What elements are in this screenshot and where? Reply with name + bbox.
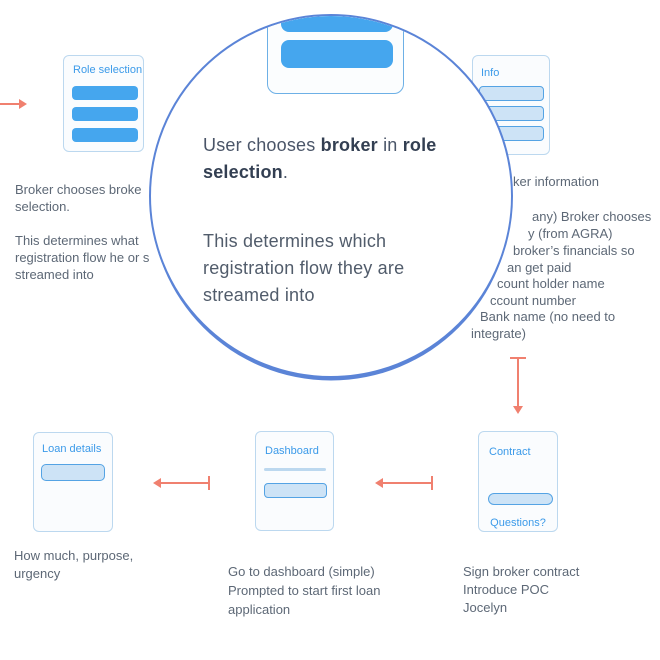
arrow-shaft — [517, 357, 519, 407]
note-contract: Sign broker contract Introduce POC Jocel… — [463, 564, 580, 615]
lens-text-segment: in — [377, 135, 403, 155]
arrow-head-icon — [19, 99, 27, 109]
magnifier-lens[interactable]: User chooses broker in role selection. T… — [149, 14, 513, 378]
note-fragment: Bank name (no need to — [480, 309, 616, 324]
lens-text-segment: User chooses — [203, 135, 321, 155]
wire-input[interactable] — [479, 86, 544, 101]
wire-input[interactable] — [264, 483, 327, 498]
wire-divider — [264, 468, 326, 471]
arrow-head-icon — [375, 478, 383, 488]
note-fragment: an get paid — [507, 260, 572, 275]
note-fragment: ker information — [513, 174, 599, 189]
note-loan-details: How much, purpose, urgency — [14, 548, 134, 581]
card-loan-details[interactable]: Loan details — [33, 432, 113, 532]
card-title: Role selection — [73, 64, 143, 76]
arrow-shaft — [160, 482, 209, 484]
card-role-selection[interactable]: Role selection — [63, 55, 144, 152]
card-dashboard[interactable]: Dashboard — [255, 431, 334, 531]
wire-button[interactable] — [72, 107, 138, 121]
wire-input[interactable] — [488, 493, 553, 505]
lens-text-primary: User chooses broker in role selection. — [203, 132, 471, 186]
note-fragment: y (from AGRA) — [528, 226, 613, 241]
wire-button[interactable] — [72, 128, 138, 142]
lens-text-segment: . — [282, 162, 289, 182]
card-contract[interactable]: Contract Questions? — [478, 431, 558, 532]
note-dashboard: Go to dashboard (simple) Prompted to sta… — [228, 564, 381, 617]
wire-button[interactable] — [72, 86, 138, 100]
note-fragment: count holder name — [497, 276, 605, 291]
arrow-tail-bar — [208, 476, 210, 490]
lens-text-segment: broker — [320, 135, 378, 155]
card-footer-link[interactable]: Questions? — [490, 517, 546, 529]
arrow-shaft — [0, 103, 20, 105]
card-title: Dashboard — [265, 445, 319, 457]
note-fragment: integrate) — [471, 326, 526, 341]
arrow-head-icon — [153, 478, 161, 488]
note-role-selection: Broker chooses broke selection. This det… — [15, 182, 150, 282]
lens-text-segment: role selection — [203, 135, 437, 182]
card-title: Contract — [489, 446, 531, 458]
lens-zoomed-card — [267, 16, 404, 94]
lens-text-secondary: This determines which registration flow … — [203, 231, 405, 305]
note-fragment: ccount number — [490, 293, 576, 308]
card-title: Info — [481, 67, 500, 79]
lens-zoomed-button — [281, 16, 393, 32]
arrow-shaft — [382, 482, 432, 484]
lens-zoomed-button — [281, 40, 393, 68]
arrow-tail-bar — [431, 476, 433, 490]
arrow-head-icon — [513, 406, 523, 414]
card-title: Loan details — [42, 443, 102, 455]
note-fragment: any) Broker chooses — [532, 209, 652, 224]
note-fragment: broker’s financials so — [513, 243, 635, 258]
wire-input[interactable] — [41, 464, 105, 481]
